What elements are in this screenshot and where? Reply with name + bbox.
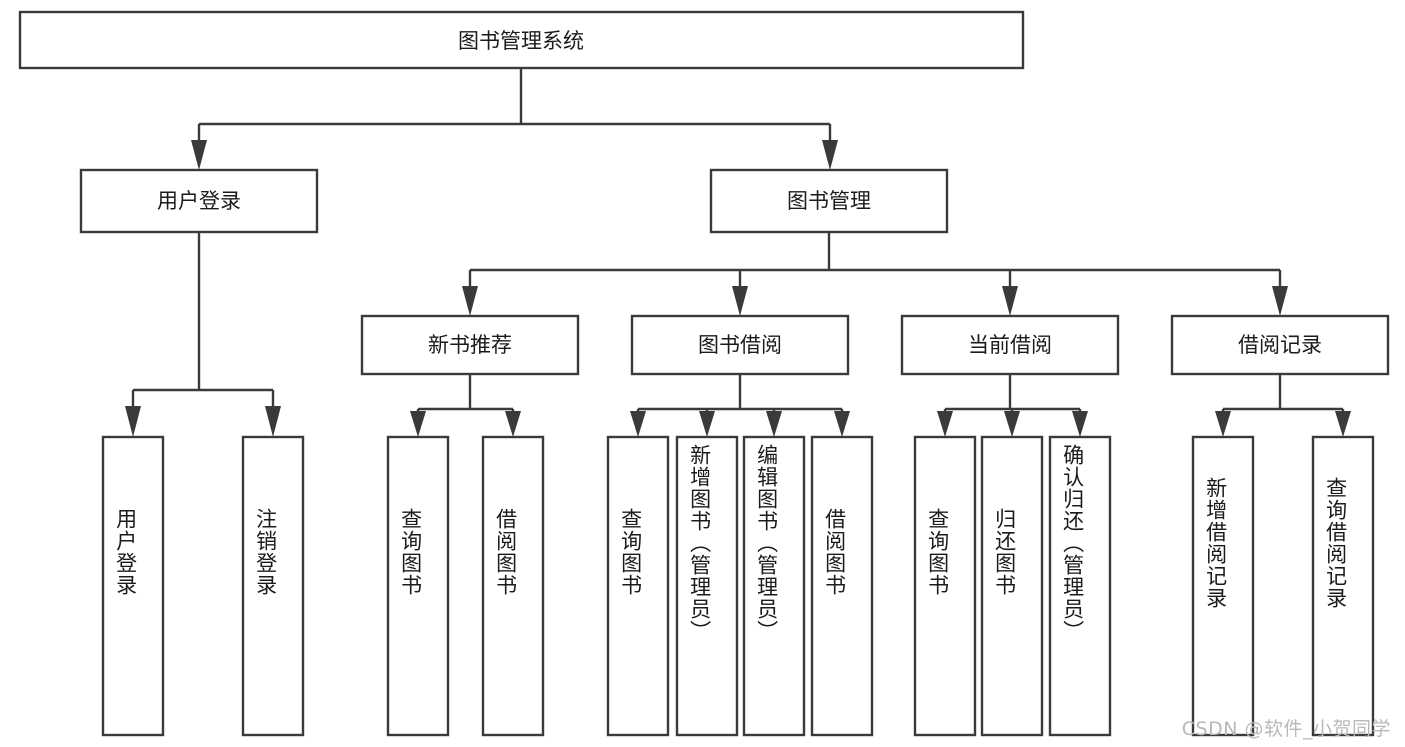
node-new-book-recommend-label: 新书推荐 — [428, 333, 512, 357]
arrow-head-icon — [766, 411, 782, 437]
csdn-watermark: CSDN @软件_小贺同学 — [1181, 718, 1391, 740]
connector-new-book-recommend-to-leaves — [410, 374, 521, 437]
connector-borrow-record-to-leaves — [1215, 374, 1351, 437]
node-user-login[interactable]: 用户登录 — [79, 168, 319, 234]
leaf-box-record-add[interactable] — [1191, 435, 1255, 737]
arrow-head-icon — [630, 411, 646, 437]
arrow-head-icon — [1272, 286, 1288, 316]
arrow-head-icon — [1004, 411, 1020, 437]
node-current-borrow-label: 当前借阅 — [968, 333, 1052, 357]
arrow-head-icon — [937, 411, 953, 437]
node-user-login-box[interactable] — [79, 168, 319, 234]
connector-book-borrow-to-leaves — [630, 374, 850, 437]
arrow-head-icon — [699, 411, 715, 437]
node-new-book-recommend-box[interactable] — [360, 314, 580, 376]
node-current-borrow[interactable]: 当前借阅 — [900, 314, 1120, 376]
arrow-head-icon — [732, 286, 748, 316]
node-current-borrow-box[interactable] — [900, 314, 1120, 376]
node-user-login-label: 用户登录 — [157, 189, 241, 213]
connector-root-to-level2 — [191, 68, 838, 170]
leaf-box-borrow-edit-book[interactable] — [742, 435, 806, 737]
leaf-box-current-confirm-return[interactable] — [1048, 435, 1112, 737]
node-borrow-record-label: 借阅记录 — [1238, 333, 1322, 357]
node-book-borrow-label: 图书借阅 — [698, 333, 782, 357]
arrow-head-icon — [1072, 411, 1088, 437]
node-new-book-recommend[interactable]: 新书推荐 — [360, 314, 580, 376]
leaf-box-borrow-borrow-book[interactable] — [810, 435, 874, 737]
arrow-head-icon — [265, 406, 281, 437]
leaf-box-borrow-add-book[interactable] — [675, 435, 739, 737]
arrow-head-icon — [125, 406, 141, 437]
connector-current-borrow-to-leaves — [937, 374, 1088, 437]
leaf-box-record-query[interactable] — [1311, 435, 1375, 737]
leaf-box-user-login[interactable] — [101, 435, 165, 737]
leaf-box-user-logout[interactable] — [241, 435, 305, 737]
leaf-box-current-query-book[interactable] — [913, 435, 977, 737]
connector-book-management-to-level3 — [462, 232, 1288, 316]
leaf-box-current-return-book[interactable] — [980, 435, 1044, 737]
leaf-box-recommend-query-book[interactable] — [386, 435, 450, 737]
node-book-management[interactable]: 图书管理 — [709, 168, 949, 234]
arrow-head-icon — [1002, 286, 1018, 316]
node-root[interactable]: 图书管理系统 — [18, 10, 1025, 70]
arrow-head-icon — [410, 411, 426, 437]
arrow-head-icon — [505, 411, 521, 437]
arrow-head-icon — [1335, 411, 1351, 437]
node-root-label: 图书管理系统 — [458, 29, 584, 53]
arrow-head-icon — [1215, 411, 1231, 437]
node-borrow-record[interactable]: 借阅记录 — [1170, 314, 1390, 376]
leaf-box-borrow-query-book[interactable] — [606, 435, 670, 737]
node-book-management-label: 图书管理 — [787, 189, 871, 213]
connector-user-login-to-leaves — [125, 232, 281, 437]
leaf-box-recommend-borrow-book[interactable] — [481, 435, 545, 737]
arrow-head-icon — [834, 411, 850, 437]
node-book-borrow[interactable]: 图书借阅 — [630, 314, 850, 376]
arrow-head-icon — [191, 140, 207, 170]
node-root-box[interactable] — [18, 10, 1025, 70]
arrow-head-icon — [462, 286, 478, 316]
arrow-head-icon — [822, 140, 838, 170]
